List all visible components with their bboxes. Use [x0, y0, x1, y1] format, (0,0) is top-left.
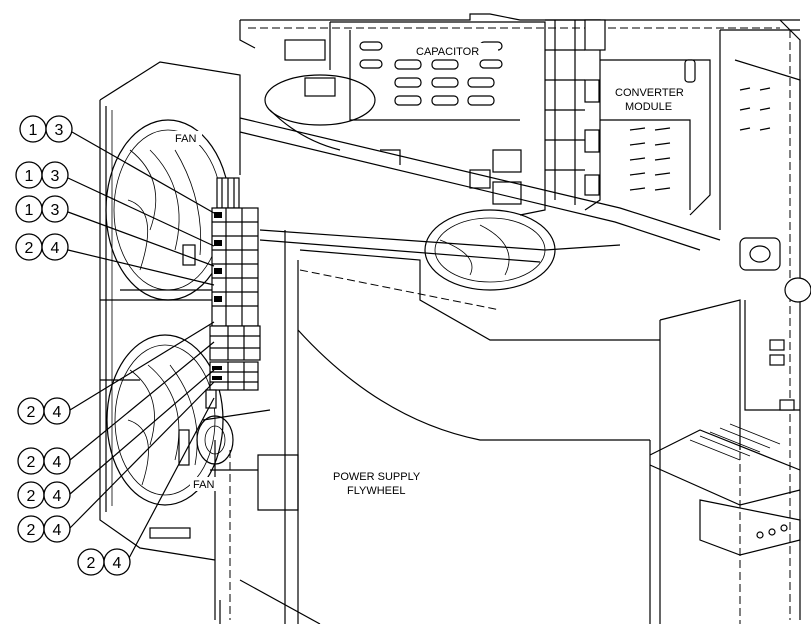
leader-lines — [67, 131, 215, 561]
callout-circle — [103, 548, 131, 576]
callout-circle — [41, 195, 69, 223]
right-side-components — [649, 237, 811, 624]
callout-number: 2 — [27, 488, 36, 505]
flywheel-label: FLYWHEEL — [347, 485, 405, 497]
callout-number: 4 — [53, 488, 62, 505]
converter-module — [545, 19, 801, 230]
lower-fan — [106, 334, 224, 539]
power-supply-label-line1: POWER SUPPLY — [333, 471, 421, 483]
fan-label-lower: FAN — [193, 479, 214, 491]
callout-number: 4 — [113, 555, 122, 572]
callout-number: 2 — [27, 522, 36, 539]
callout-number: 3 — [51, 168, 60, 185]
converter-label-line1: CONVERTER — [615, 87, 684, 99]
callout-circle — [43, 481, 71, 509]
callout-circle — [45, 115, 73, 143]
callout-circle — [43, 515, 71, 543]
middle-tray — [239, 74, 721, 341]
capacitor-label: CAPACITOR — [416, 46, 479, 58]
callout-number: 4 — [53, 522, 62, 539]
callout-number: 4 — [51, 240, 60, 257]
callout-number: 1 — [29, 122, 38, 139]
callout-number: 4 — [53, 404, 62, 421]
callout-number: 2 — [87, 555, 96, 572]
chassis-frame — [214, 13, 801, 624]
component-labels: CAPACITOR CONVERTER MODULE FAN FAN POWER… — [172, 43, 700, 497]
callout-number: 1 — [25, 202, 34, 219]
terminal-block — [178, 177, 261, 466]
callout-number: 1 — [25, 168, 34, 185]
callout-circle — [41, 233, 69, 261]
callout-number: 2 — [25, 240, 34, 257]
callout-number: 2 — [27, 404, 36, 421]
converter-label-line2: MODULE — [625, 101, 672, 113]
callout-number: 4 — [53, 454, 62, 471]
callout-number: 3 — [55, 122, 64, 139]
power-supply-flywheel — [196, 230, 651, 624]
callout-number: 3 — [51, 202, 60, 219]
converter-vents — [629, 127, 671, 191]
callout-circle — [43, 397, 71, 425]
upper-fan — [105, 119, 231, 301]
callout-number: 2 — [27, 454, 36, 471]
callout-circle — [41, 161, 69, 189]
fan-label-upper: FAN — [175, 133, 196, 145]
callout-circle — [43, 447, 71, 475]
capacitor-assembly — [284, 21, 546, 216]
